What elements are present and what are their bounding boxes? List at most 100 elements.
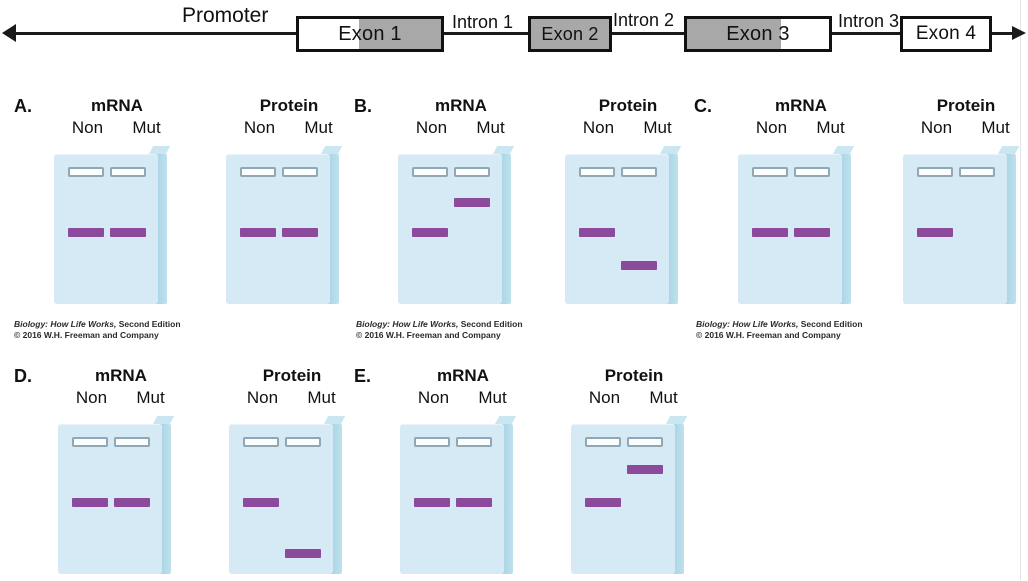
exon-1-fill xyxy=(358,19,441,49)
citation-book-title: Biology: How Life Works, xyxy=(356,319,459,329)
lane-labels-d-protein: Non Mut xyxy=(233,388,351,408)
band-a-protein-non xyxy=(240,227,276,237)
gel-face xyxy=(58,424,162,574)
panel-letter-a: A. xyxy=(14,96,32,116)
exon-3-box: Exon 3 xyxy=(684,16,832,52)
band-a-mrna-non xyxy=(68,227,104,237)
lane-label-b-mrna-mut: Mut xyxy=(476,118,505,137)
lane-labels-d-mrna: Non Mut xyxy=(62,388,180,408)
gel-face xyxy=(226,154,330,304)
gel-a-mrna xyxy=(54,146,171,304)
well-a-protein-non xyxy=(240,167,276,177)
well-a-mrna-non xyxy=(68,167,104,177)
well-d-mrna-mut xyxy=(114,437,150,447)
well-d-protein-non xyxy=(243,437,279,447)
well-d-protein-mut xyxy=(285,437,321,447)
lane-label-c-mrna-mut: Mut xyxy=(816,118,845,137)
gel-side-bevel xyxy=(156,154,167,304)
gel-side-bevel xyxy=(1005,154,1016,304)
gel-b-protein xyxy=(565,146,682,304)
band-b-mrna-mut xyxy=(454,197,490,207)
band-b-protein-mut xyxy=(621,260,657,270)
gene-structure-diagram: Promoter Exon 1 Intron 1 Exon 2 Intron 2… xyxy=(0,0,1028,68)
gel-d-protein xyxy=(229,416,346,574)
lane-label-b-mrna-non: Non xyxy=(415,118,448,137)
gel-side-bevel xyxy=(673,424,684,574)
gel-title-d-protein: Protein xyxy=(262,366,322,385)
gel-c-mrna xyxy=(738,146,855,304)
gene-axis-line xyxy=(8,32,1020,35)
lane-label-d-mrna-mut: Mut xyxy=(136,388,165,407)
exon-2-label: Exon 2 xyxy=(541,23,599,44)
well-c-protein-non xyxy=(917,167,953,177)
gel-side-bevel xyxy=(500,154,511,304)
citation-a: Biology: How Life Works, Second Edition©… xyxy=(14,319,181,341)
citation-line-1: Biology: How Life Works, Second Edition xyxy=(14,319,181,330)
gel-title-e-mrna: mRNA xyxy=(437,366,489,385)
band-a-protein-mut xyxy=(282,227,318,237)
well-a-protein-mut xyxy=(282,167,318,177)
well-c-protein-mut xyxy=(959,167,995,177)
citation-line-1: Biology: How Life Works, Second Edition xyxy=(696,319,863,330)
lane-label-e-mrna-mut: Mut xyxy=(478,388,507,407)
lane-label-c-mrna-non: Non xyxy=(755,118,788,137)
intron-1-label: Intron 1 xyxy=(452,12,514,32)
exon-4-box: Exon 4 xyxy=(900,16,992,52)
gel-title-a-protein: Protein xyxy=(259,96,319,115)
band-d-protein-mut xyxy=(285,548,321,558)
citation-line-2: © 2016 W.H. Freeman and Company xyxy=(696,330,841,340)
gel-side-bevel xyxy=(328,154,339,304)
lane-label-d-mrna-non: Non xyxy=(75,388,108,407)
lane-labels-a-mrna: Non Mut xyxy=(58,118,176,138)
gel-side-bevel xyxy=(840,154,851,304)
gel-title-c-protein: Protein xyxy=(936,96,996,115)
gel-side-bevel xyxy=(331,424,342,574)
lane-label-d-protein-mut: Mut xyxy=(307,388,336,407)
band-a-mrna-mut xyxy=(110,227,146,237)
lane-label-a-protein-non: Non xyxy=(243,118,276,137)
gel-face xyxy=(400,424,504,574)
lane-label-e-protein-mut: Mut xyxy=(649,388,678,407)
well-e-mrna-mut xyxy=(456,437,492,447)
gel-side-bevel xyxy=(160,424,171,574)
lane-label-c-protein-non: Non xyxy=(920,118,953,137)
intron-2-label: Intron 2 xyxy=(613,10,675,30)
well-e-mrna-non xyxy=(414,437,450,447)
intron-3-label: Intron 3 xyxy=(838,11,900,31)
arrow-right-icon xyxy=(1012,26,1026,40)
citation-edition: Second Edition xyxy=(458,319,523,329)
citation-edition: Second Edition xyxy=(116,319,181,329)
band-e-mrna-non xyxy=(414,497,450,507)
band-b-protein-non xyxy=(579,227,615,237)
lane-label-a-mrna-mut: Mut xyxy=(132,118,161,137)
arrow-left-icon xyxy=(2,24,16,42)
lane-label-b-protein-mut: Mut xyxy=(643,118,672,137)
well-b-mrna-mut xyxy=(454,167,490,177)
well-b-protein-mut xyxy=(621,167,657,177)
gel-face xyxy=(571,424,675,574)
lane-label-d-protein-non: Non xyxy=(246,388,279,407)
panel-letter-c: C. xyxy=(694,96,712,116)
band-d-mrna-mut xyxy=(114,497,150,507)
well-b-mrna-non xyxy=(412,167,448,177)
band-d-mrna-non xyxy=(72,497,108,507)
band-c-protein-non xyxy=(917,227,953,237)
well-b-protein-non xyxy=(579,167,615,177)
panel-letter-b: B. xyxy=(354,96,372,116)
gel-face xyxy=(565,154,669,304)
exon-2-box: Exon 2 xyxy=(528,16,612,52)
citation-c: Biology: How Life Works, Second Edition©… xyxy=(696,319,863,341)
lane-label-a-mrna-non: Non xyxy=(71,118,104,137)
citation-line-2: © 2016 W.H. Freeman and Company xyxy=(14,330,159,340)
well-c-mrna-non xyxy=(752,167,788,177)
gel-face xyxy=(738,154,842,304)
band-b-mrna-non xyxy=(412,227,448,237)
gel-a-protein xyxy=(226,146,343,304)
